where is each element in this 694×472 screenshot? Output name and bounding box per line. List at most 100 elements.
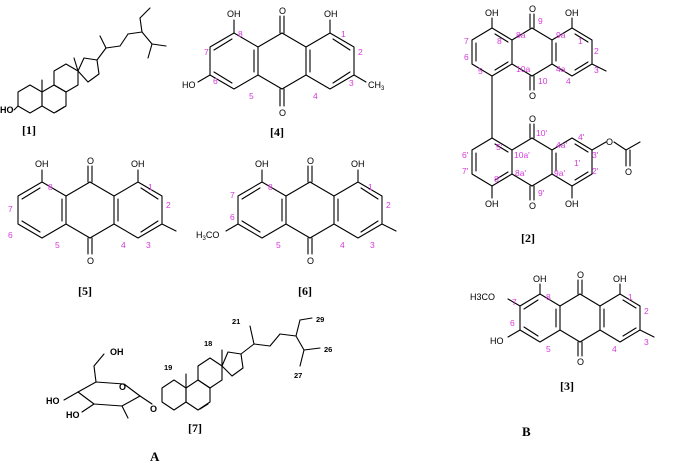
compound-7-id: [7] <box>188 421 202 435</box>
compound-3-o9-label: O <box>577 270 584 280</box>
compound-5-id: [5] <box>78 284 92 298</box>
compound-3-num-1: 1 <box>628 292 633 302</box>
compound-7-ho-bottom-label: HO <box>66 410 80 420</box>
compound-5-num-3: 3 <box>146 240 151 250</box>
compound-2-num-4: 4 <box>566 76 571 86</box>
compound-6-methoxy-label: H3CO <box>196 230 219 242</box>
compound-6-num-2: 2 <box>386 200 391 210</box>
compound-6-num-5: 5 <box>276 240 281 250</box>
compound-2-carbonyl-oxygen-label: O <box>625 167 632 177</box>
compound-7-ho-left-label: HO <box>46 396 60 406</box>
compound-7-glycosidic-oxygen-label: O <box>150 404 157 414</box>
compound-2-num-6p: 6' <box>462 150 469 160</box>
compound-2-num-10p: 10' <box>536 128 547 138</box>
compound-3-num-6: 6 <box>510 318 515 328</box>
compound-4-num-6: 6 <box>213 76 218 86</box>
compound-3-oh6-label: HO <box>490 336 504 346</box>
compound-3-id: [3] <box>560 379 574 393</box>
compound-4-o10-label: O <box>279 108 286 118</box>
compound-6-structure <box>225 165 397 255</box>
compound-5-num-2: 2 <box>166 200 171 210</box>
panel-a-label: A <box>150 449 160 464</box>
compound-1-structure <box>13 7 167 114</box>
compound-2-num-4a: 4a <box>556 64 566 74</box>
compound-2-num-8a: 8a <box>516 30 526 40</box>
compound-6-oh8-label: OH <box>255 159 269 169</box>
compound-7-num-18: 18 <box>204 339 212 348</box>
compound-3-oh1-label: OH <box>613 274 627 284</box>
compound-2-num-4p: 4' <box>578 132 585 142</box>
compound-4-o9-label: O <box>279 6 286 16</box>
compound-4-oh1-label: OH <box>324 9 338 19</box>
compound-4-num-2: 2 <box>358 47 363 57</box>
compound-2-num-10ap: 10a' <box>514 150 530 160</box>
compound-2-num-8p: 8' <box>494 174 501 184</box>
compound-5-num-5: 5 <box>55 240 60 250</box>
compound-3-num-3: 3 <box>644 337 649 347</box>
compound-5-oh1-label: OH <box>131 159 145 169</box>
compound-5-num-1: 1 <box>148 182 153 192</box>
compound-1-id: [1] <box>22 123 36 137</box>
compound-2-num-2: 2 <box>594 46 599 56</box>
compound-3-methoxy-label: H3CO <box>470 292 495 302</box>
compound-6-num-7: 7 <box>230 190 235 200</box>
compound-2-num-1: 1 <box>578 36 583 46</box>
compound-6-num-1: 1 <box>368 182 373 192</box>
compound-5-structure <box>17 165 177 255</box>
compound-2-oh8p-label: OH <box>485 199 499 209</box>
compound-2-num-5: 5 <box>478 66 483 76</box>
compound-7-num-29: 29 <box>316 315 324 324</box>
compound-2-num-9ap: 9a' <box>554 168 565 178</box>
compound-2-num-6: 6 <box>464 52 469 62</box>
compound-6-num-6: 6 <box>230 212 235 222</box>
compound-2-num-8ap: 8a' <box>515 168 526 178</box>
compound-2-o9p-label: O <box>529 201 536 211</box>
compound-2-num-10a: 10a <box>516 64 530 74</box>
compound-4-structure <box>197 15 367 107</box>
compound-7-num-19: 19 <box>164 363 172 372</box>
compound-2-num-7p: 7' <box>462 166 469 176</box>
compound-5-num-7: 7 <box>8 204 13 214</box>
compound-4-oh6-label: HO <box>182 80 196 90</box>
compound-6-o10-label: O <box>307 256 314 266</box>
compound-2-num-3p: 3' <box>592 150 599 160</box>
compound-7-ring-oxygen-label: O <box>119 382 126 392</box>
compound-3-num-8: 8 <box>546 292 551 302</box>
compound-2-o10-label: O <box>529 91 536 101</box>
compound-2-num-2p: 2' <box>592 166 599 176</box>
compound-6-num-4: 4 <box>340 240 345 250</box>
compound-2-ester-oxygen-label: O <box>606 137 613 147</box>
compound-2-num-5p: 5' <box>496 142 503 152</box>
compound-3-num-5: 5 <box>546 344 551 354</box>
compound-2-num-9p: 9' <box>538 188 545 198</box>
compound-2-o9-label: O <box>529 4 536 14</box>
compound-2-oh1-label: OH <box>565 8 579 18</box>
compound-4-num-8: 8 <box>238 29 243 39</box>
compound-2-num-1p: 1' <box>574 158 581 168</box>
compound-7-num-26: 26 <box>324 345 332 354</box>
compound-6-num-8: 8 <box>268 182 273 192</box>
compound-6-id: [6] <box>298 284 312 298</box>
compound-2-locants: 1 2 3 4 5 6 7 8 8a 9 9a 10 10a 4a 1' 2' … <box>462 16 599 198</box>
compound-5-num-8: 8 <box>48 182 53 192</box>
compound-1-hydroxyl-label: HO <box>0 105 14 115</box>
compound-2-num-9a: 9a <box>556 30 566 40</box>
compound-3-num-4: 4 <box>612 344 617 354</box>
panel-b-label: B <box>522 424 531 439</box>
compound-5-o9-label: O <box>87 156 94 166</box>
compound-2-num-4ap: 4a' <box>556 140 567 150</box>
compound-2-num-10: 10 <box>538 76 548 86</box>
compound-2-num-7: 7 <box>464 36 469 46</box>
compound-5-num-6: 6 <box>8 230 13 240</box>
compound-2-num-8: 8 <box>497 36 502 46</box>
compound-2-structure <box>471 13 641 201</box>
compound-5-o10-label: O <box>87 256 94 266</box>
compound-2-o10p-label: O <box>529 114 536 124</box>
compound-2-id: [2] <box>521 231 535 245</box>
compound-3-structure <box>507 279 655 357</box>
compound-7-num-27: 27 <box>294 371 302 380</box>
compound-4-oh8-label: OH <box>227 9 241 19</box>
compound-4-num-4: 4 <box>313 91 318 101</box>
compound-4-num-7: 7 <box>204 47 209 57</box>
